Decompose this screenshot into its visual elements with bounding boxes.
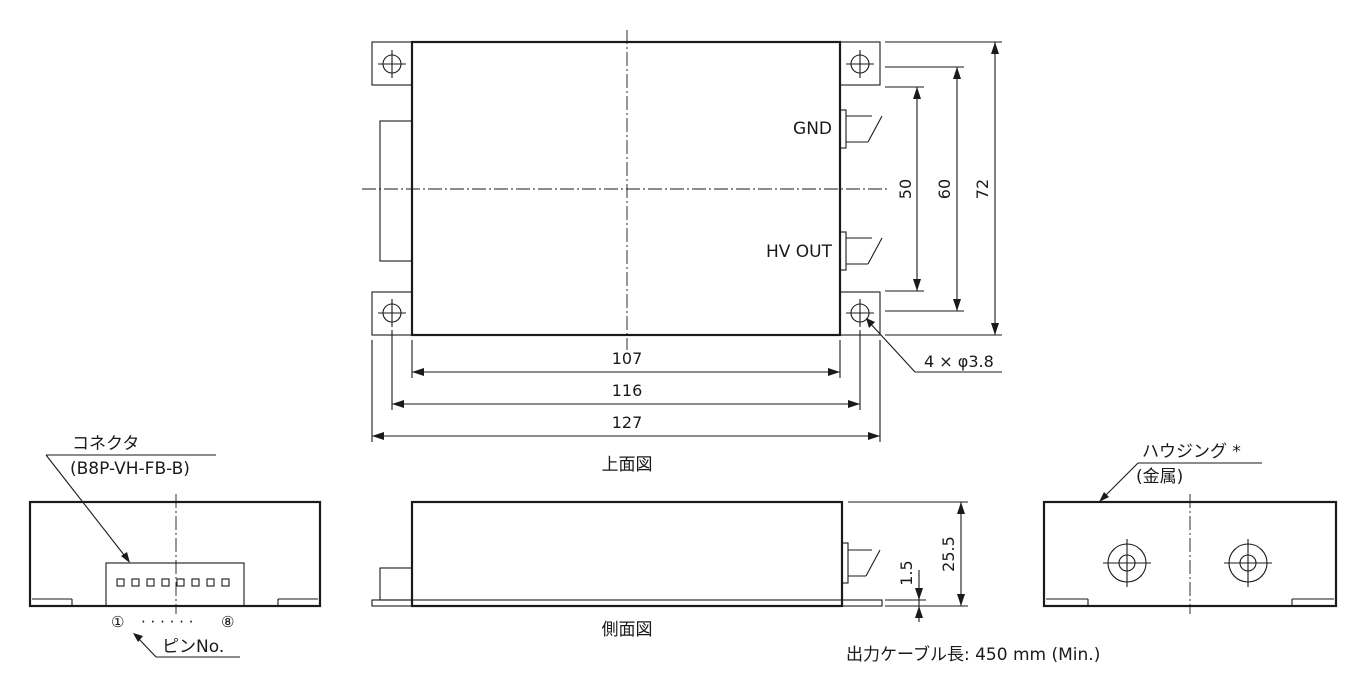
connector xyxy=(105,562,245,607)
top-view-body xyxy=(410,40,842,337)
dim-height-60: 60 xyxy=(935,67,961,311)
dim-width-127: 127 xyxy=(372,413,880,440)
side-view-cable-stub xyxy=(841,542,881,584)
connector-label: コネクタ xyxy=(72,434,139,454)
hv-out-cable-stub xyxy=(839,231,883,271)
pin-first: ① xyxy=(111,613,124,631)
dim-width-107: 107 xyxy=(412,349,840,376)
svg-text:116: 116 xyxy=(612,381,643,400)
side-view: 25.5 1.5 側面図 出力ケーブル長: 450 mm (Min.) xyxy=(371,500,1100,665)
mounting-flange-top-left xyxy=(371,41,413,86)
right-end-view: ハウジング * (金属) xyxy=(1042,442,1338,614)
dim-side-height-25-5: 25.5 xyxy=(939,502,965,606)
pin-dots: · · · · · · xyxy=(141,613,193,631)
mounting-flange-top-right xyxy=(839,41,881,86)
mounting-flange-bottom-left xyxy=(371,291,413,336)
dim-height-50: 50 xyxy=(896,87,921,291)
hole-note: 4 × φ3.8 xyxy=(924,352,994,371)
cable-gland-right xyxy=(1224,539,1272,587)
housing-material: (金属) xyxy=(1136,467,1183,487)
top-view: GND HV OUT 107 116 xyxy=(362,30,1002,475)
gnd-label: GND xyxy=(793,119,832,139)
svg-text:1.5: 1.5 xyxy=(897,560,916,585)
gnd-cable-stub xyxy=(839,109,883,149)
svg-text:25.5: 25.5 xyxy=(939,536,958,572)
connector-pins xyxy=(116,578,230,587)
connector-model: (B8P-VH-FB-B) xyxy=(70,459,190,479)
side-view-connector-block xyxy=(379,567,413,601)
mounting-flange-bottom-right xyxy=(839,291,881,336)
top-view-title: 上面図 xyxy=(602,455,653,475)
dim-width-116: 116 xyxy=(392,381,860,408)
svg-text:72: 72 xyxy=(973,179,992,199)
side-view-body xyxy=(410,500,844,608)
svg-text:50: 50 xyxy=(896,179,915,199)
left-end-view-body xyxy=(28,500,322,608)
pin-last: ⑧ xyxy=(221,613,234,631)
dim-height-72: 72 xyxy=(973,42,999,335)
svg-text:60: 60 xyxy=(935,179,954,199)
dim-flange-1-5: 1.5 xyxy=(897,560,923,622)
svg-text:107: 107 xyxy=(612,349,643,368)
side-view-flange xyxy=(371,599,883,607)
cable-gland-left xyxy=(1103,539,1151,587)
housing-label: ハウジング * xyxy=(1142,442,1241,462)
svg-text:127: 127 xyxy=(612,413,643,432)
side-view-title: 側面図 xyxy=(602,620,653,640)
hv-out-label: HV OUT xyxy=(766,242,833,262)
hole-note-leader xyxy=(866,318,1002,373)
pin-label: ピンNo. xyxy=(162,637,224,657)
cable-length-note: 出力ケーブル長: 450 mm (Min.) xyxy=(846,644,1100,665)
left-end-view: コネクタ (B8P-VH-FB-B) ① · · · · · · ⑧ ピンNo. xyxy=(28,434,322,658)
connector-side-block xyxy=(379,120,413,262)
